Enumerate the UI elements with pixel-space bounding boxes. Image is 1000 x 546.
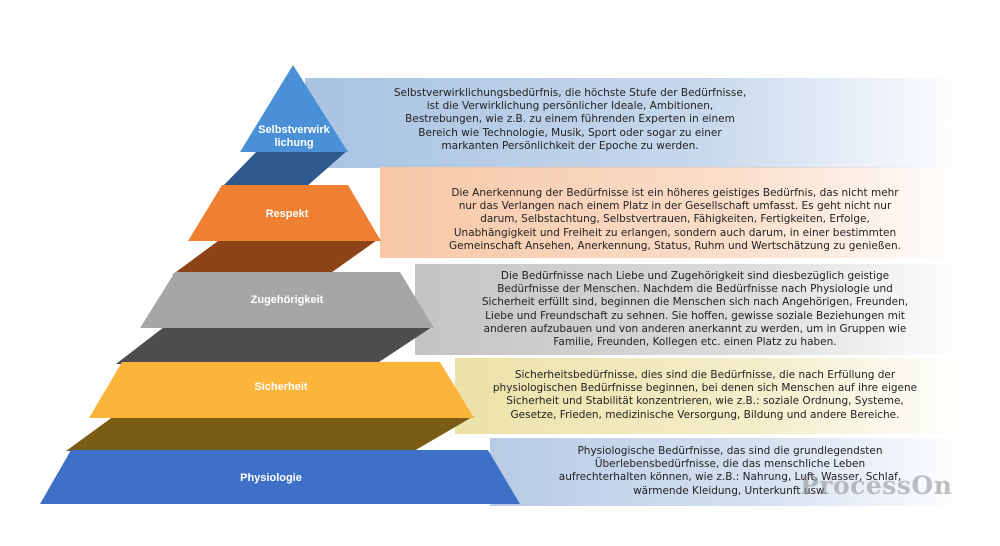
description-line: Unabhängigkeit und Freiheit zu erlangen,… (453, 226, 897, 239)
processon-watermark: ProcessOn (800, 471, 953, 500)
band-respekt (380, 167, 965, 258)
description-line: Bedürfnisse der Menschen. Nachdem die Be… (497, 283, 893, 296)
tier-label-selbstverwirklichung-line2: lichung (274, 137, 313, 149)
description-line: aufrechterhalten können, wie z.B.: Nahru… (558, 471, 902, 484)
description-line: Sicherheit und Stabilität konzentrieren,… (506, 395, 904, 408)
description-physiologie: Physiologische Bedürfnisse, das sind die… (555, 445, 905, 498)
tier-label-zugehoerigkeit: Zugehörigkeit (251, 294, 324, 306)
description-line: darum, Selbstachtung, Selbstvertrauen, F… (480, 213, 870, 226)
description-line: Physiologische Bedürfnisse, das sind die… (577, 445, 883, 457)
band-physiologie (490, 438, 965, 506)
description-line: Sicherheitsbedürfnisse, dies sind die Be… (514, 369, 896, 381)
connector-2 (172, 238, 380, 275)
tier-sicherheit (89, 362, 474, 418)
tier-physiologie (40, 450, 520, 504)
tier-label-sicherheit: Sicherheit (254, 381, 308, 393)
connector-1 (222, 150, 348, 187)
description-line: Bereich wie Technologie, Musik, Sport od… (418, 126, 722, 139)
description-sicherheit: Sicherheitsbedürfnisse, dies sind die Be… (490, 369, 920, 422)
description-line: Liebe und Freundschaft zu sehnen. Sie ho… (485, 309, 905, 322)
band-selbstverwirklichung (305, 78, 965, 168)
description-line: physiologischen Bedürfnisse beginnen, be… (492, 382, 918, 395)
tier-label-selbstverwirklichung-line1: Selbstverwirk (258, 124, 330, 136)
connector-4 (66, 416, 474, 451)
connector-3 (116, 327, 432, 364)
description-selbstverwirklichung: Selbstverwirklichungsbedürfnis, die höch… (390, 87, 750, 153)
description-line: ist die Verwirklichung persönlicher Idea… (426, 100, 714, 113)
description-line: Bestrebungen, wie z.B. zu einem führende… (405, 113, 735, 126)
description-line: wärmende Kleidung, Unterkunft usw. (633, 484, 827, 497)
band-zugehoerigkeit (415, 264, 965, 355)
description-line: Selbstverwirklichungsbedürfnis, die höch… (393, 87, 747, 99)
description-line: Gesetze, Frieden, medizinische Versorgun… (510, 408, 900, 421)
description-line: Familie, Freunden, Kollegen etc. einen P… (553, 336, 837, 349)
description-line: Überlebensbedürfnisse, die das menschlic… (594, 458, 866, 471)
description-line: Sicherheit erfüllt sind, beginnen die Me… (481, 296, 909, 309)
description-line: Die Anerkennung der Bedürfnisse ist ein … (451, 187, 899, 199)
tier-selbstverwirklichung (240, 65, 348, 152)
tier-zugehoerigkeit (140, 272, 434, 328)
description-line: nur das Verlangen nach einem Platz in de… (458, 200, 892, 213)
description-line: Die Bedürfnisse nach Liebe und Zugehörig… (500, 270, 890, 282)
description-line: Gemeinschaft Ansehen, Anerkennung, Statu… (449, 239, 901, 252)
description-line: markanten Persönlichkeit der Epoche zu w… (441, 139, 699, 152)
description-line: anderen aufzubauen und von anderen anerk… (483, 322, 907, 335)
tier-respekt (188, 185, 381, 241)
tier-label-respekt: Respekt (266, 208, 309, 220)
description-respekt: Die Anerkennung der Bedürfnisse ist ein … (435, 187, 915, 253)
description-zugehoerigkeit: Die Bedürfnisse nach Liebe und Zugehörig… (470, 270, 920, 349)
tier-label-physiologie: Physiologie (240, 472, 302, 484)
band-sicherheit (455, 358, 965, 434)
